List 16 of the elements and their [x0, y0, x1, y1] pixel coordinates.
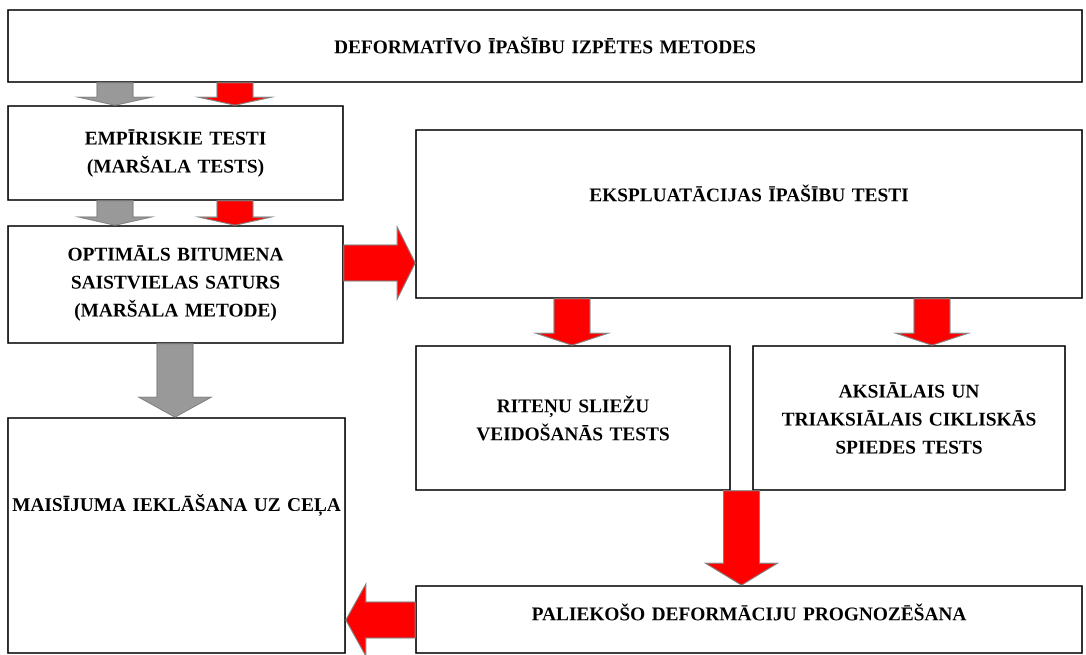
process-box: OPTIMĀLS BITUMENA SAISTVIELAS SATURS (MARŠALA METODE)	[7, 225, 344, 344]
block-arrow	[74, 82, 156, 106]
block-arrow	[136, 343, 214, 418]
block-arrow	[532, 298, 612, 346]
block-arrow	[345, 581, 416, 655]
process-box: EKSPLUATĀCIJAS ĪPAŠĪBU TESTI	[415, 129, 1083, 299]
block-arrow	[343, 224, 416, 302]
process-box: PALIEKOŠO DEFORMĀCIJU PROGNOZĒŠANA	[415, 585, 1083, 654]
block-arrow	[703, 490, 780, 586]
process-box: DEFORMATĪVO ĪPAŠĪBU IZPĒTES METODES	[7, 9, 1083, 83]
process-box: EMPĪRISKIE TESTI (MARŠALA TESTS)	[7, 105, 344, 201]
process-box: AKSIĀLAIS UN TRIAKSIĀLAIS CIKLISKĀS SPIEDES TESTS	[752, 345, 1066, 491]
block-arrow	[892, 298, 972, 346]
process-box: RITEŅU SLIEŽU VEIDOŠANĀS TESTS	[415, 345, 731, 491]
block-arrow	[194, 82, 276, 106]
process-box: MAISĪJUMA IEKLĀŠANA UZ CEĻA	[7, 417, 346, 654]
